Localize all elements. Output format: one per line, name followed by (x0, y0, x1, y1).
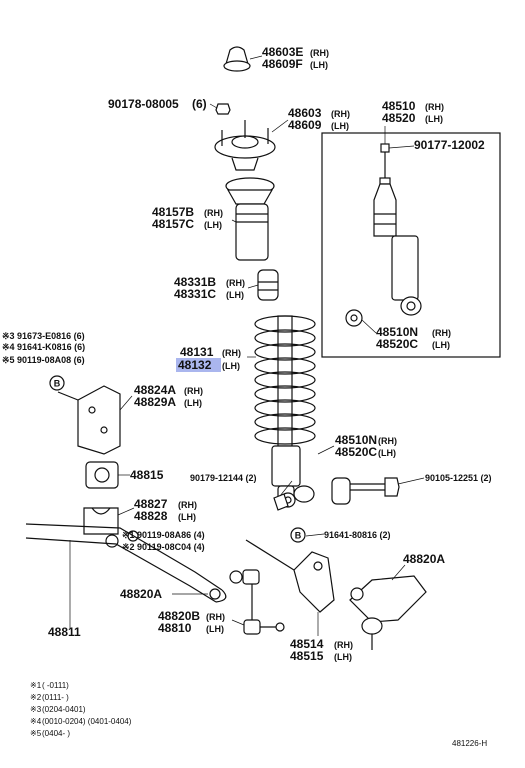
label-48815: 48815 (130, 468, 164, 482)
svg-text:B: B (54, 379, 61, 389)
shock-frame (321, 132, 501, 358)
figure-id: 481226-H (452, 739, 487, 748)
label-48515: 48515 (290, 649, 324, 663)
note-3-text: (0204-0401) (42, 705, 86, 714)
mount-cap-drawing (223, 46, 251, 72)
stabilizer-bushing-drawing (85, 461, 119, 489)
label-90179: 90179-12144 (2) (190, 473, 257, 483)
label-48828: 48828 (134, 509, 168, 523)
label-48609: 48609 (288, 118, 322, 132)
label-48820b-side: (RH) (206, 612, 225, 622)
label-48131: 48131 (180, 345, 214, 359)
note-2-text: (0111- ) (42, 693, 69, 702)
ball-joint-drawing (349, 575, 427, 650)
label-48157b: 48157B (152, 205, 194, 219)
note-5-text: (0404- ) (42, 729, 70, 738)
label-48609f: 48609F (262, 57, 303, 71)
label-48510n-outer: 48510N (335, 433, 377, 447)
label-91641-80816: 91641-80816 (2) (324, 530, 391, 540)
label-90119-08c04: ※2 90119-08C04 (4) (122, 542, 205, 552)
label-48827: 48827 (134, 497, 168, 511)
label-91673: ※3 91673-E0816 (6) (2, 331, 85, 341)
note-4-mark: ※4 (30, 717, 42, 726)
label-48520-side: (LH) (425, 114, 443, 124)
label-48331b: 48331B (174, 275, 216, 289)
footnotes: ※1 ( -0111) ※2 (0111- ) ※3 (0204-0401) ※… (30, 681, 132, 738)
note-5-mark: ※5 (30, 729, 42, 738)
label-48510n-inner-side: (RH) (432, 328, 451, 338)
bump-stopper-drawing (257, 269, 279, 301)
label-48824a: 48824A (134, 383, 176, 397)
label-48609f-side: (LH) (310, 60, 328, 70)
label-48827-side: (RH) (178, 500, 197, 510)
label-48520c-outer: 48520C (335, 445, 377, 459)
mount-nut-drawing (215, 103, 231, 115)
label-48820a-right: 48820A (403, 552, 445, 566)
svg-text:B: B (295, 531, 302, 541)
label-48820b: 48820B (158, 609, 200, 623)
label-48520c-inner: 48520C (376, 337, 418, 351)
label-91641k: ※4 91641-K0816 (6) (2, 342, 85, 352)
label-48515-side: (LH) (334, 652, 352, 662)
label-48810: 48810 (158, 621, 192, 635)
note-1-mark: ※1 (30, 681, 42, 690)
label-48829a-side: (LH) (184, 398, 202, 408)
label-90177: 90177-12002 (414, 138, 485, 152)
label-48603: 48603 (288, 106, 322, 120)
callout-b-right: B (290, 527, 306, 543)
label-48520: 48520 (382, 111, 416, 125)
lower-arm-drawing (245, 539, 335, 613)
label-48609-side: (LH) (331, 121, 349, 131)
label-90119-08a08: ※5 90119-08A08 (6) (2, 355, 85, 365)
stabilizer-link-drawing (229, 569, 285, 635)
lower-bolt-drawing (331, 477, 400, 505)
label-48829a: 48829A (134, 395, 176, 409)
label-48510: 48510 (382, 99, 416, 113)
label-48810-side: (LH) (206, 624, 224, 634)
label-48824a-side: (RH) (184, 386, 203, 396)
label-48132-highlight (176, 358, 221, 372)
label-48157c-side: (LH) (204, 220, 222, 230)
note-1-text: ( -0111) (42, 681, 69, 690)
label-48820a-left: 48820A (120, 587, 162, 601)
coil-spring-drawing (254, 315, 316, 447)
label-48603e: 48603E (262, 45, 303, 59)
label-48331c-side: (LH) (226, 290, 244, 300)
label-48157b-side: (RH) (204, 208, 223, 218)
label-48132: 48132 (178, 358, 212, 372)
shock-absorber-drawing (345, 143, 422, 327)
label-48811: 48811 (48, 625, 81, 639)
label-48331b-side: (RH) (226, 278, 245, 288)
note-2-mark: ※2 (30, 693, 42, 702)
label-48520c-outer-side: (LH) (378, 448, 396, 458)
bump-boot-drawing (225, 177, 275, 261)
note-3-mark: ※3 (30, 705, 42, 714)
label-48520c-inner-side: (LH) (432, 340, 450, 350)
note-4-text: (0010-0204) (0401-0404) (42, 717, 132, 726)
label-48157c: 48157C (152, 217, 194, 231)
leader-lines (69, 55, 425, 636)
label-48132-side: (LH) (222, 361, 240, 371)
label-48828-side: (LH) (178, 512, 196, 522)
label-48514: 48514 (290, 637, 324, 651)
label-90178-qty: (6) (192, 97, 207, 111)
label-48510n-inner: 48510N (376, 325, 418, 339)
label-48603e-side: (RH) (310, 48, 329, 58)
label-48603-side: (RH) (331, 109, 350, 119)
label-48514-side: (RH) (334, 640, 353, 650)
label-90119-08a86: ※1 90119-08A86 (4) (122, 530, 205, 540)
label-48510-side: (RH) (425, 102, 444, 112)
part-labels: 48603E (RH) 48609F (LH) 90178-08005 (6) … (2, 45, 492, 663)
label-48331c: 48331C (174, 287, 216, 301)
label-48510n-outer-side: (RH) (378, 436, 397, 446)
label-48131-side: (RH) (222, 348, 241, 358)
label-90105: 90105-12251 (2) (425, 473, 492, 483)
label-90178: 90178-08005 (108, 97, 179, 111)
callout-b-left: B (49, 375, 65, 391)
upper-support-drawing (214, 120, 276, 171)
